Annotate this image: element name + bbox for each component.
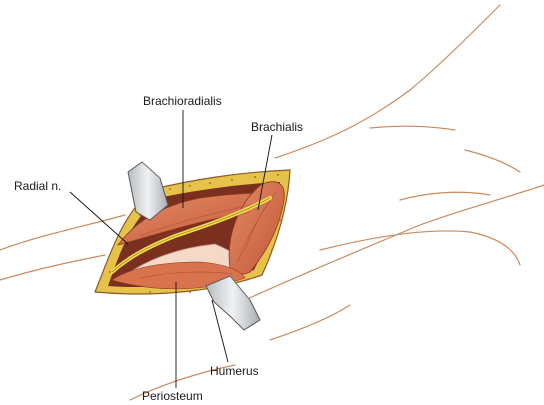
arm-outline-crease-4: [129, 364, 236, 401]
arm-outline-crease-3: [399, 191, 491, 201]
radial-nerve-edge: [111, 197, 271, 273]
label-humerus: Humerus: [210, 364, 259, 378]
label-brachioradialis: Brachioradialis: [143, 94, 222, 108]
arm-outline-forearm: [319, 230, 521, 266]
arm-outline-crease-2: [464, 149, 521, 173]
arm-outline: [0, 4, 544, 401]
leader-humerus: [211, 299, 229, 363]
leader-brachialis: [257, 134, 273, 211]
label-brachialis: Brachialis: [251, 120, 303, 134]
lower-retractor-icon: [205, 275, 261, 331]
arm-outline-lower-left: [0, 254, 106, 281]
leader-radial-nerve: [69, 191, 129, 245]
upper-retractor-icon: [127, 161, 169, 221]
arm-outline-elbow: [269, 304, 351, 341]
label-radial-nerve: Radial n.: [14, 179, 61, 193]
label-periosteum: Periosteum: [142, 389, 203, 403]
arm-outline-upper: [0, 214, 126, 251]
arm-outline-lower-right: [244, 184, 544, 301]
arm-outline-crease-1: [369, 125, 456, 131]
arm-outline-upper-right: [274, 4, 501, 159]
lower-muscle: [111, 261, 246, 290]
leader-lines: [69, 110, 273, 388]
incision: [94, 169, 291, 295]
